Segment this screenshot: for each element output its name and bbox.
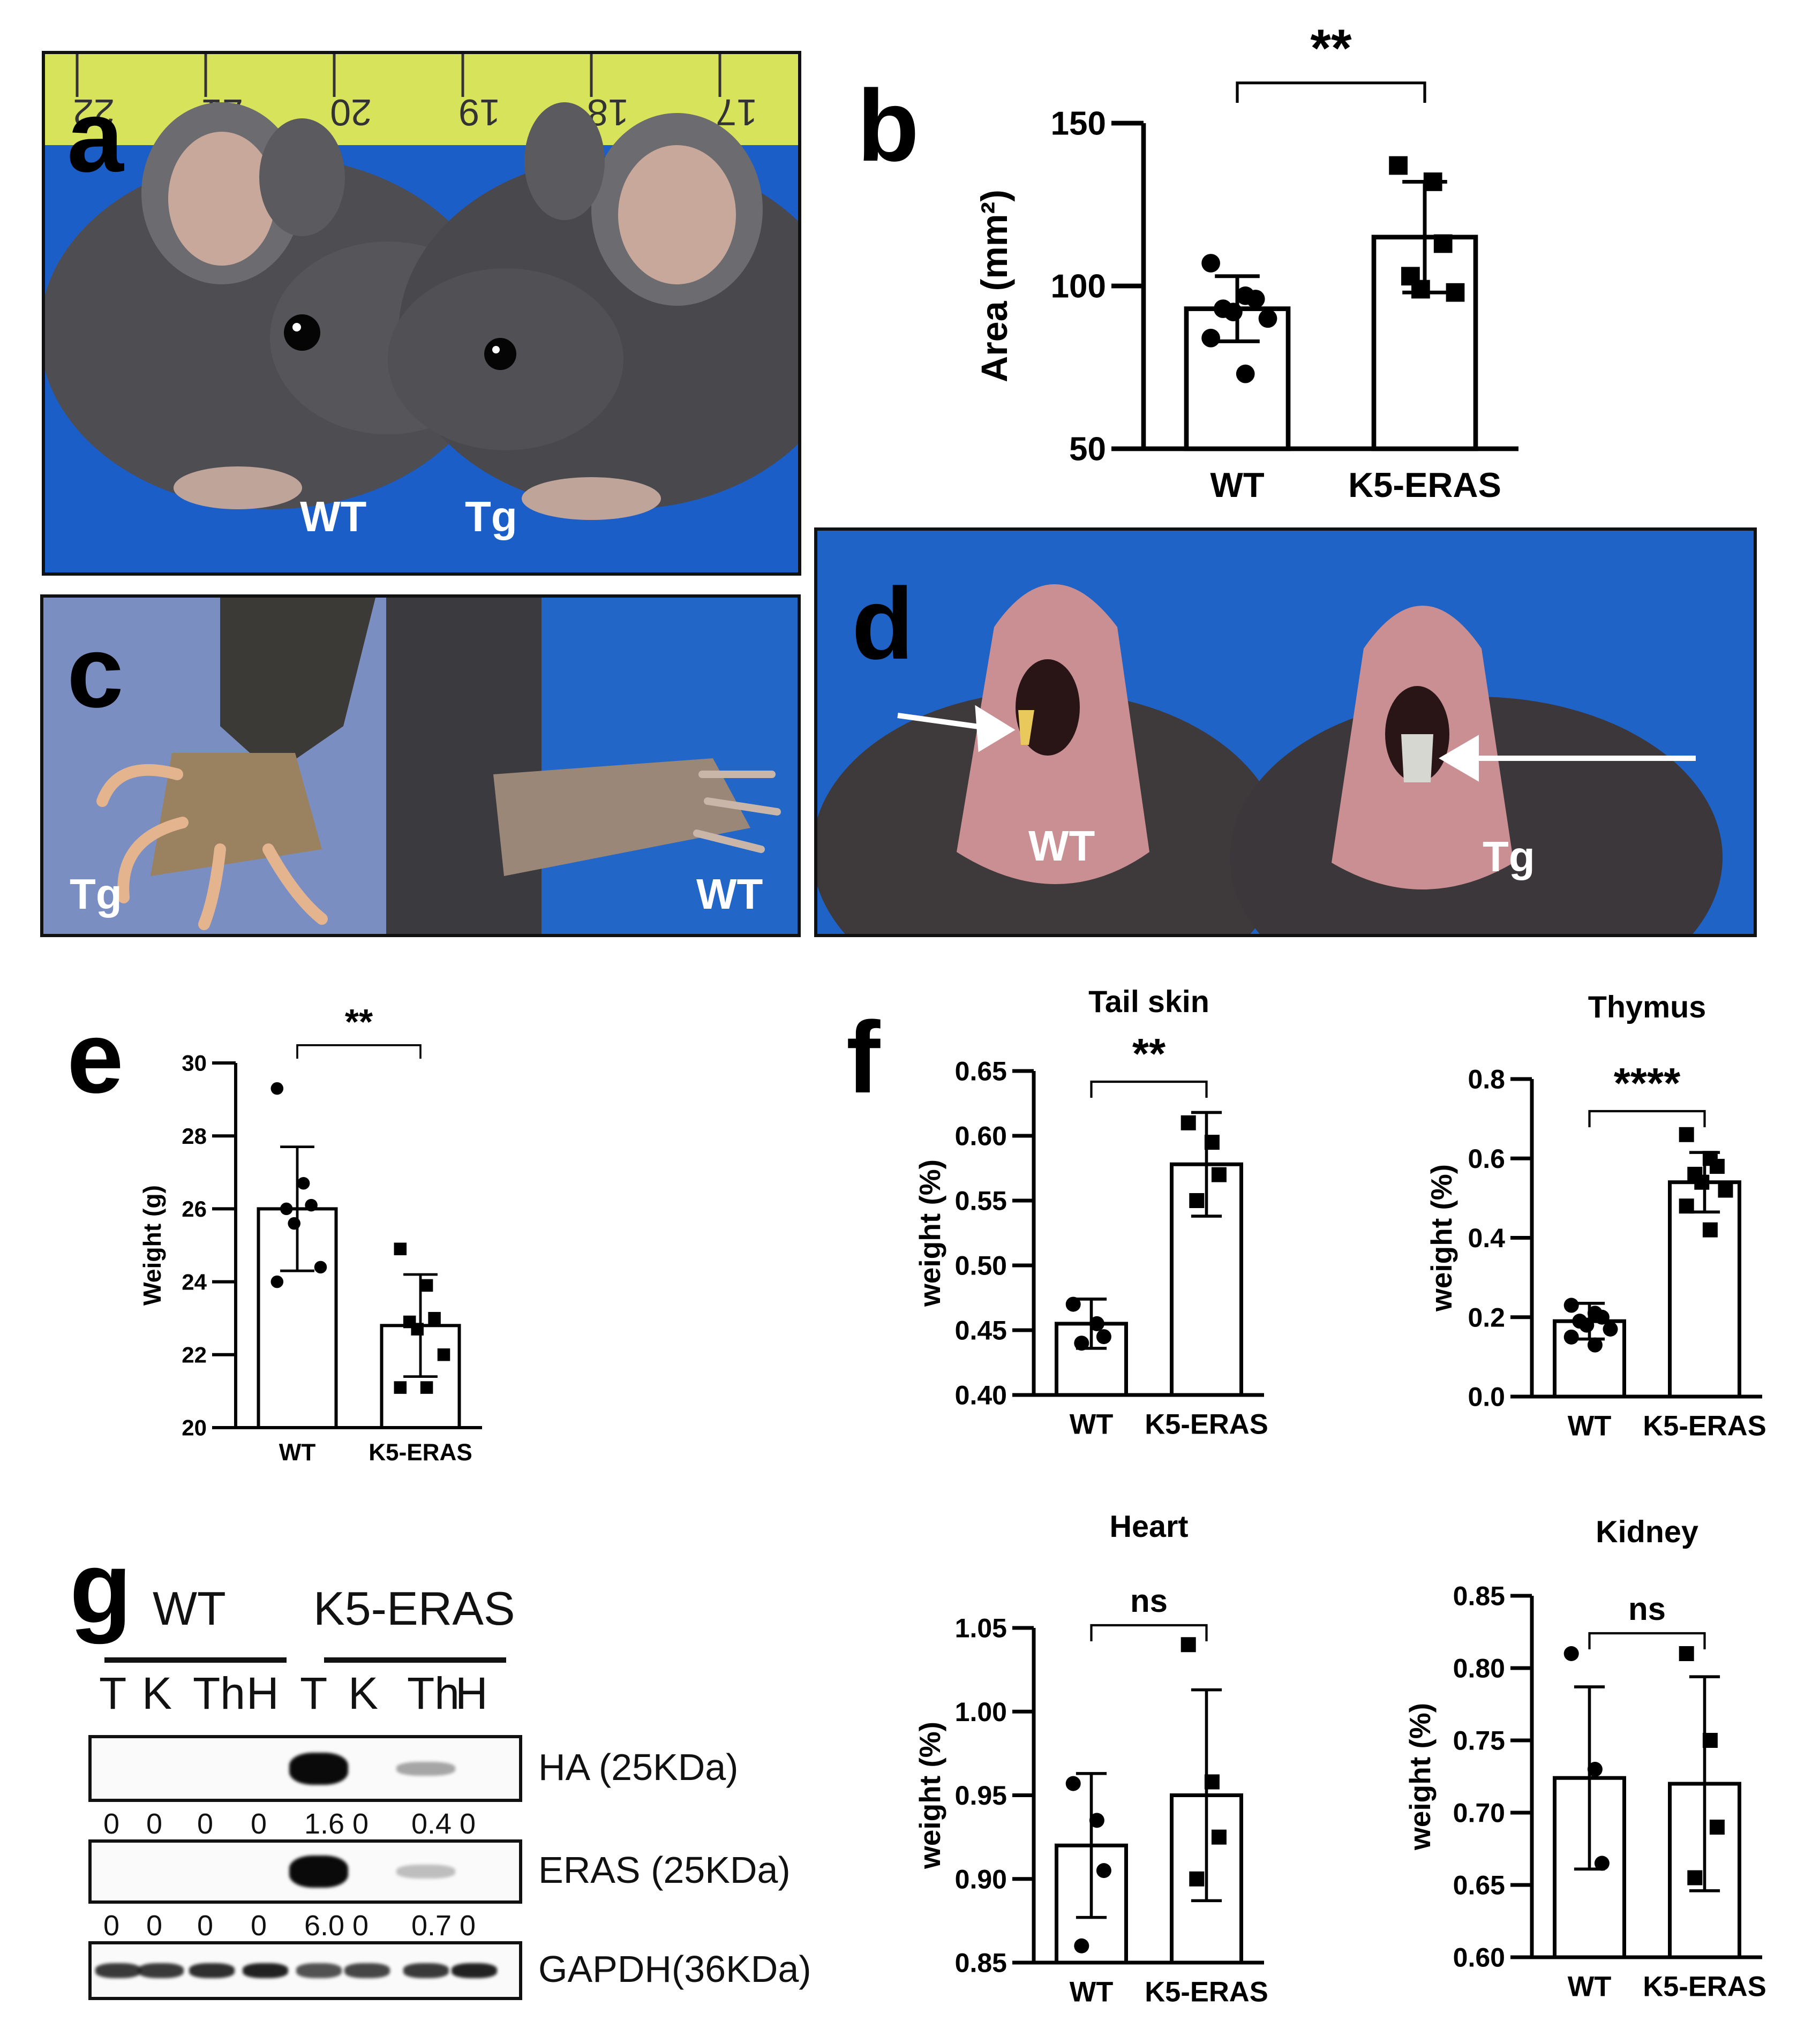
y-tick-label: 150 <box>1051 105 1106 142</box>
photo-d-illustration <box>817 531 1754 934</box>
photo-c-illustration <box>43 598 798 934</box>
data-point <box>1389 156 1408 175</box>
ruler-tick-label: 20 <box>330 92 372 133</box>
photo-panel-d <box>814 527 1757 937</box>
ruler-tick-label: 22 <box>73 92 115 133</box>
photo-d-right-label: Tg <box>1483 833 1535 880</box>
y-tick-label: 50 <box>1069 431 1106 468</box>
photo-a-right-label: Tg <box>465 493 517 540</box>
panel-label-c: c <box>67 615 124 729</box>
data-point <box>1258 309 1277 328</box>
photo-c-left-label: Tg <box>70 870 122 918</box>
significance-label: ** <box>1310 19 1352 78</box>
significance-bracket <box>1236 81 1426 103</box>
ruler-tick-label: 17 <box>716 92 757 133</box>
panel-label-e: e <box>67 1001 124 1114</box>
bar <box>1371 235 1478 451</box>
panel-label-b: b <box>857 69 920 183</box>
data-point <box>1201 328 1220 348</box>
photo-a-illustration: 222120191817 <box>45 54 798 572</box>
y-axis-label: Area (mm²) <box>974 190 1015 382</box>
data-point <box>1224 303 1243 321</box>
data-point <box>1236 364 1255 383</box>
photo-panel-c <box>40 594 801 937</box>
data-point <box>1433 234 1453 253</box>
data-point <box>1423 172 1442 191</box>
photo-panel-a: 222120191817 <box>42 51 801 576</box>
panel-label-f: f <box>846 1001 881 1114</box>
data-point <box>1201 254 1220 273</box>
ruler-tick-label: 19 <box>458 92 500 133</box>
data-point <box>1446 283 1465 302</box>
photo-d-left-label: WT <box>1028 822 1095 870</box>
panel-label-g: g <box>70 1531 132 1645</box>
panel-label-d: d <box>852 567 914 681</box>
x-tick-label: K5-ERAS <box>1348 465 1501 504</box>
data-point <box>1411 280 1430 299</box>
x-tick-label: WT <box>1210 465 1264 504</box>
photo-a-left-label: WT <box>300 493 367 540</box>
photo-c-right-label: WT <box>696 870 763 918</box>
panel-label-a: a <box>67 80 124 193</box>
data-point <box>1246 289 1265 308</box>
y-tick-label: 100 <box>1051 268 1106 305</box>
